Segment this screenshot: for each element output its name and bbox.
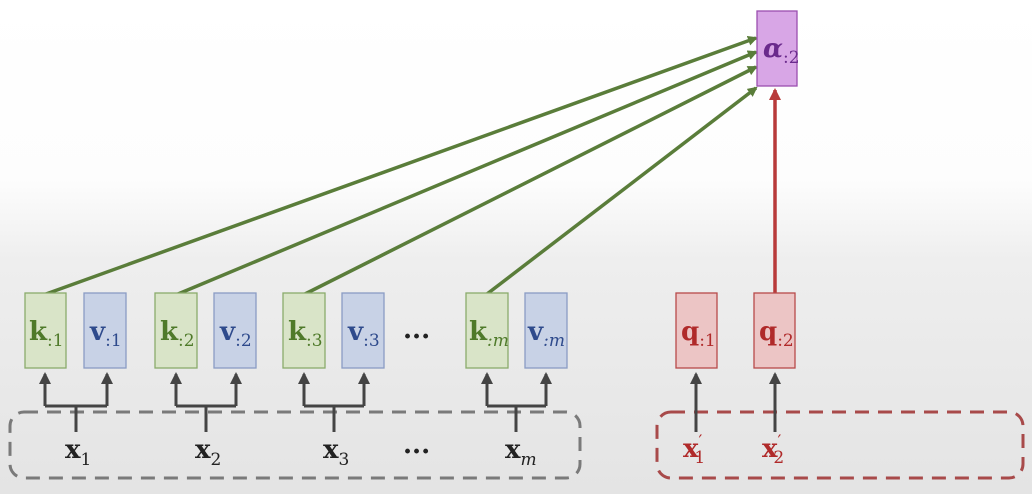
arrow-k1-to-alpha xyxy=(45,36,758,296)
input-fork-1 xyxy=(45,404,107,432)
key-box-1 xyxy=(24,292,67,369)
arrow-k2-to-alpha xyxy=(177,50,758,296)
input-fork-m xyxy=(487,404,546,432)
value-label-2: v:2 xyxy=(219,317,252,351)
query-box-2 xyxy=(753,292,796,369)
input-fork-2 xyxy=(176,404,236,432)
value-label-m: v:m xyxy=(527,317,565,351)
key-label-2: k:2 xyxy=(160,317,195,351)
value-box-2 xyxy=(213,292,257,369)
value-label-1: v:1 xyxy=(89,317,122,351)
alpha-label: α:2 xyxy=(763,34,800,68)
input-label-2: x2 xyxy=(195,435,221,470)
input-label-1: x1 xyxy=(65,435,91,470)
key-box-3 xyxy=(282,292,326,369)
kv-ellipsis: ··· xyxy=(403,322,430,352)
query-label-2: q:2 xyxy=(759,317,794,351)
query-box-1 xyxy=(675,292,718,369)
query-input-label-2: x′2 xyxy=(762,432,784,468)
input-ellipsis: ··· xyxy=(403,437,430,467)
inputs-group-box xyxy=(8,410,582,480)
key-label-3: k:3 xyxy=(288,317,323,351)
key-label-m: k:m xyxy=(469,317,509,351)
arrow-km-to-alpha xyxy=(485,86,758,296)
input-label-3: x3 xyxy=(323,435,349,470)
key-box-m xyxy=(465,292,509,369)
value-label-3: v:3 xyxy=(347,317,380,351)
value-box-1 xyxy=(83,292,127,369)
key-label-1: k:1 xyxy=(29,317,64,351)
alpha-box xyxy=(756,10,798,87)
query-input-label-1: x′1 xyxy=(683,432,705,468)
value-box-m xyxy=(524,292,568,369)
query-inputs-group-box xyxy=(655,410,1025,480)
query-label-1: q:1 xyxy=(681,317,716,351)
key-box-2 xyxy=(154,292,198,369)
input-fork-3 xyxy=(304,404,364,432)
arrow-k3-to-alpha xyxy=(304,65,758,296)
input-label-m: xm xyxy=(505,435,537,470)
value-box-3 xyxy=(341,292,385,369)
